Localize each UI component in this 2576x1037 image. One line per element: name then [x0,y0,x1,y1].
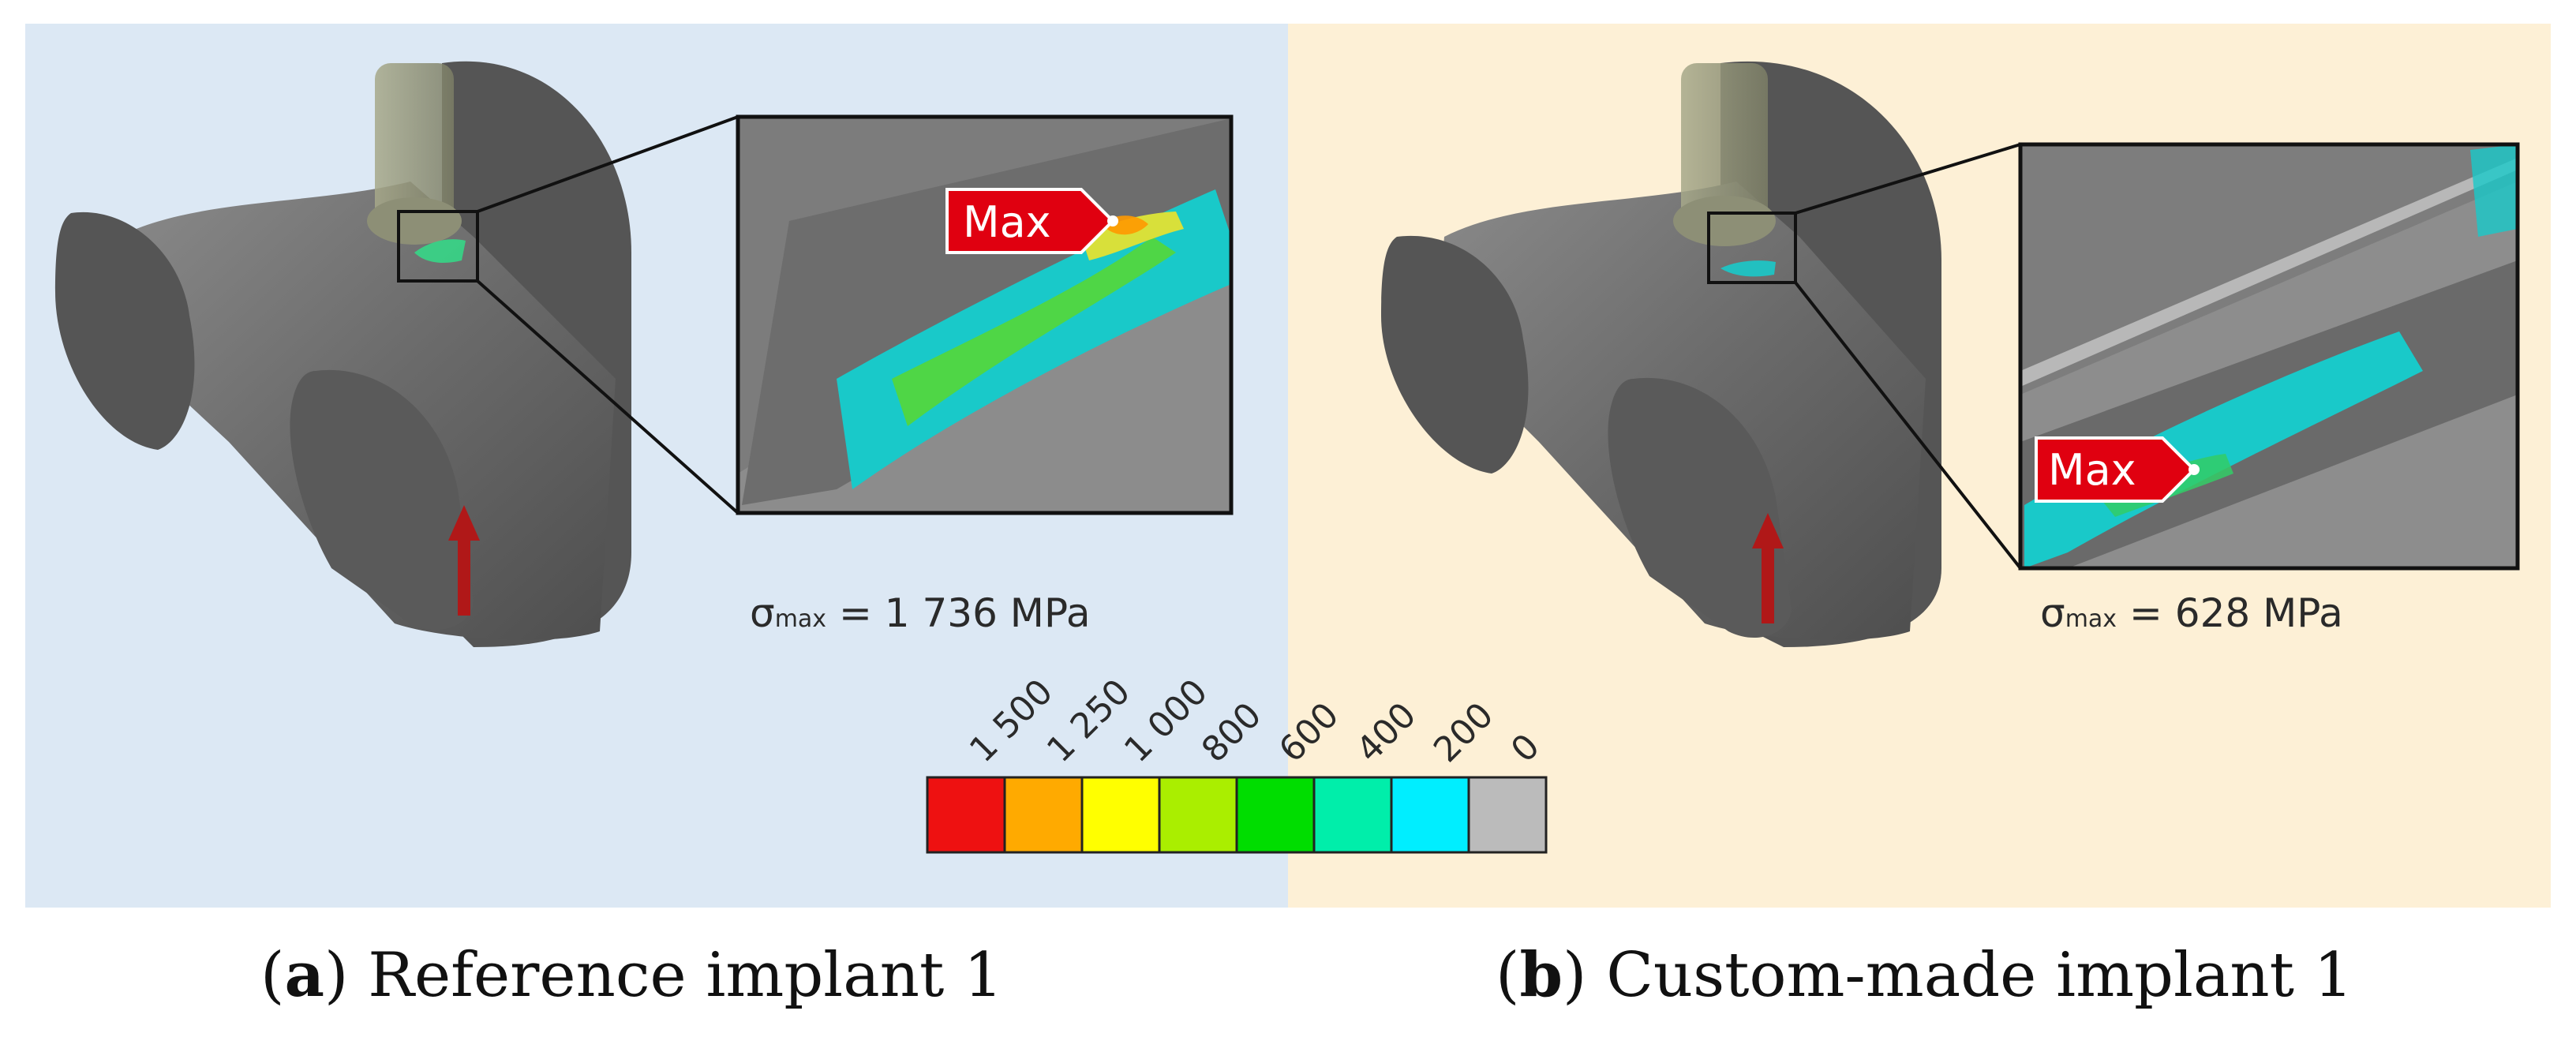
zoom-inset-b: Max [2018,142,2520,571]
stress-sub-a: max [774,605,827,633]
stress-max-label-b: σmax = 628 MPa [2040,590,2343,636]
zoom-line-a-top [477,115,739,213]
implant-b-stem-cap [1673,196,1776,246]
stress-symbol-b: σ [2040,590,2065,636]
max-label-a: Max [963,197,1051,247]
caption-b: (b) Custom-made implant 1 [1496,939,2353,1011]
implant-a-box-highlight [397,210,479,283]
implant-b-stress-spot [1720,260,1776,277]
stress-sub-b: max [2065,605,2117,633]
implant-a-stress-spot [414,239,466,263]
zoom-line-b-bottom [1794,281,2022,570]
legend-swatch [1003,776,1084,854]
stress-value-b: = 628 MPa [2129,590,2343,636]
legend-swatch [1235,776,1316,854]
caption-a-text: Reference implant 1 [368,940,1003,1011]
inset-a-yellow-band [1081,212,1184,260]
implant-b-box-highlight [1707,212,1797,284]
implant-a [55,61,631,647]
implant-b-left-condyle [1381,235,1529,474]
stress-value-a: = 1 736 MPa [838,590,1091,636]
implant-b-arrow-shaft [1762,545,1774,623]
implant-b-arrow-head [1752,513,1784,548]
caption-b-letter: b [1519,939,1563,1011]
implant-a-left-condyle [55,212,195,450]
stress-max-label-a: σmax = 1 736 MPa [750,590,1091,636]
caption-a-letter: a [284,939,324,1011]
legend-swatch [1158,776,1238,854]
max-callout-b: Max [2035,436,2200,503]
implant-a-arrow-shaft [458,537,470,616]
implant-b [1381,61,1941,648]
caption-b-text: Custom-made implant 1 [1606,940,2353,1011]
inset-a-green-band [892,237,1176,426]
zoom-line-a-bottom [476,279,739,515]
legend-swatch [1390,776,1470,854]
caption-a: (a) Reference implant 1 [260,939,1003,1011]
legend-swatch [926,776,1006,854]
zoom-inset-a: Max [736,114,1234,515]
implant-a-arrow-head [448,505,480,541]
legend-swatch [1312,776,1393,854]
max-callout-a: Max [945,188,1118,254]
stress-symbol-a: σ [750,590,775,636]
implant-a-front-condyle [290,369,474,631]
implant-b-stem [1681,63,1768,229]
implant-b-front-condyle [1608,377,1792,638]
legend-swatch [1467,776,1548,854]
implant-a-stem [375,63,454,229]
implant-a-stem-cap [367,197,462,245]
zoom-line-b-top [1795,143,2021,215]
max-label-b: Max [2048,445,2136,495]
legend-swatch [1080,776,1161,854]
stress-legend-colorbar [926,776,1548,854]
